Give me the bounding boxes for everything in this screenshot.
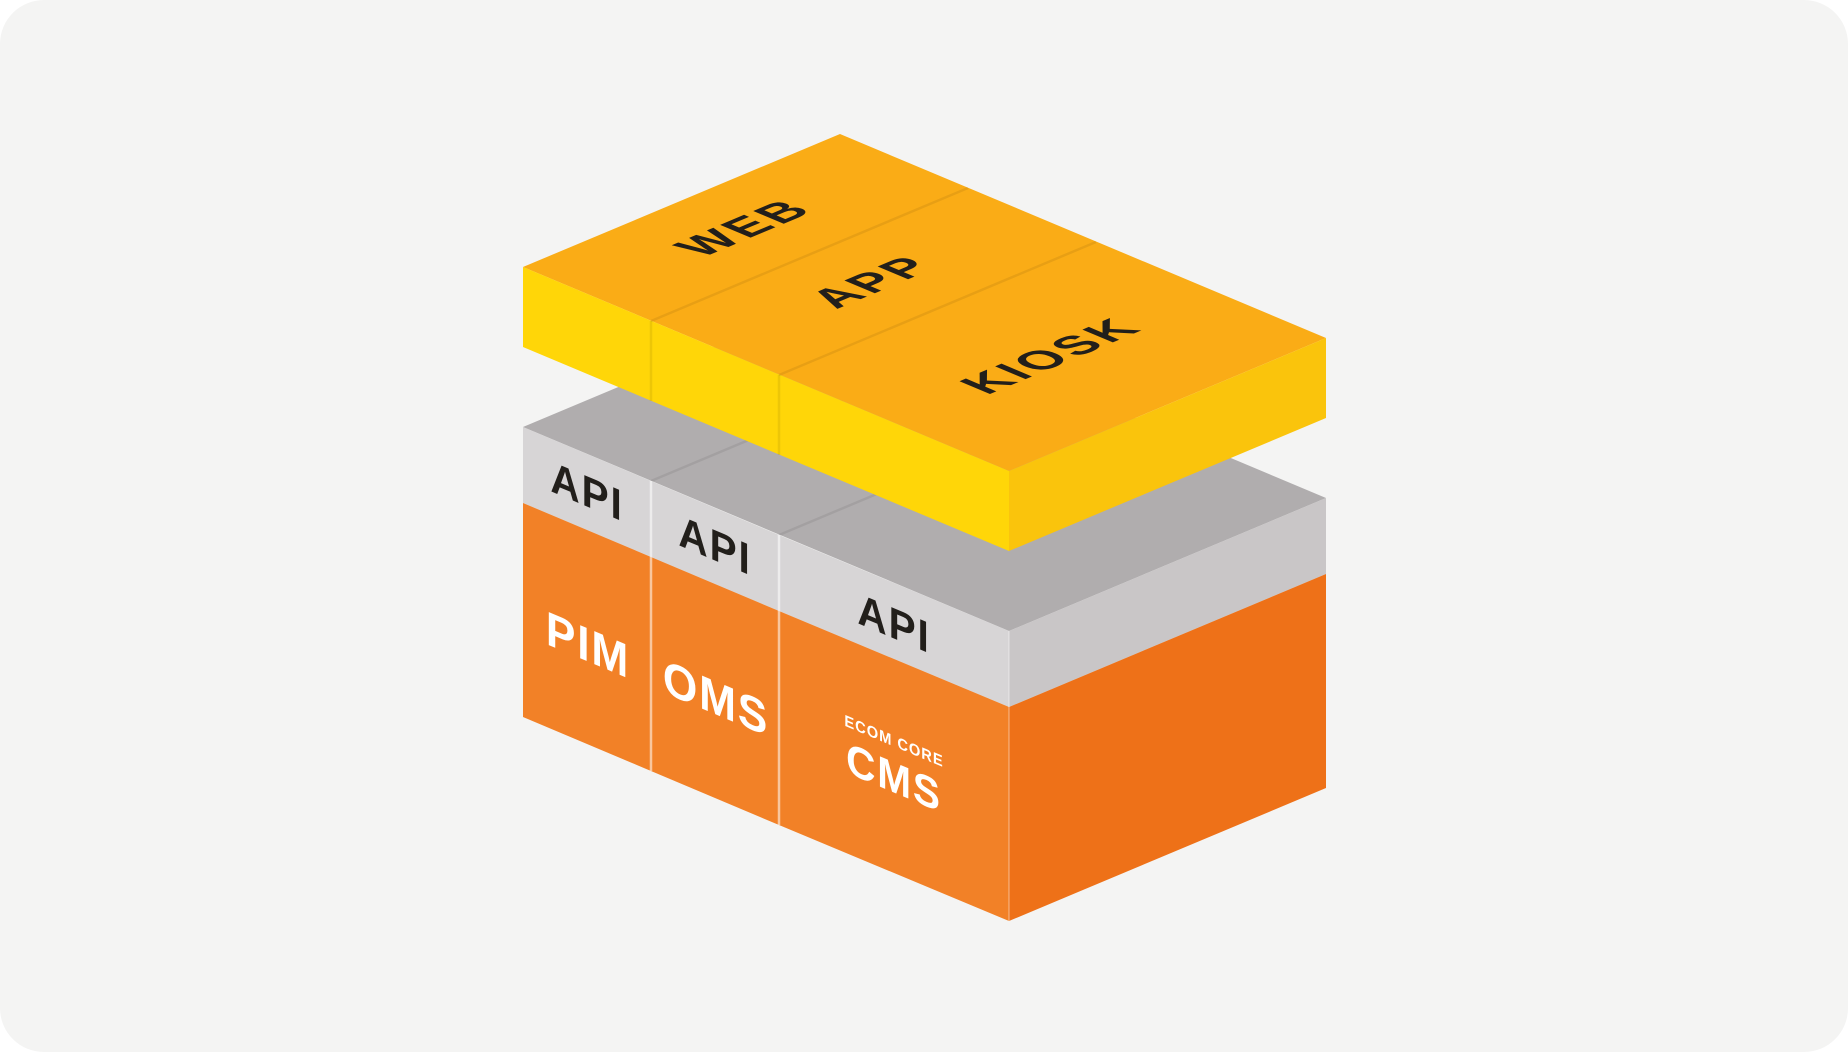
core-pim-face <box>523 503 651 771</box>
core-cms-face <box>779 611 1009 921</box>
api-band-cms-face <box>779 535 1009 707</box>
core-oms-face <box>651 557 779 825</box>
slab-front-face <box>523 267 1009 551</box>
slab-side-face <box>1009 338 1326 551</box>
slab-top-face <box>523 134 1326 471</box>
slab-top-seam-1 <box>650 186 969 323</box>
slab-top-seam-2 <box>778 240 1097 377</box>
core-layer-side-face <box>1009 574 1326 921</box>
api-layer-side-face <box>1009 498 1326 707</box>
api-band-oms-face <box>651 481 779 611</box>
api-band-pim-face <box>523 427 651 557</box>
